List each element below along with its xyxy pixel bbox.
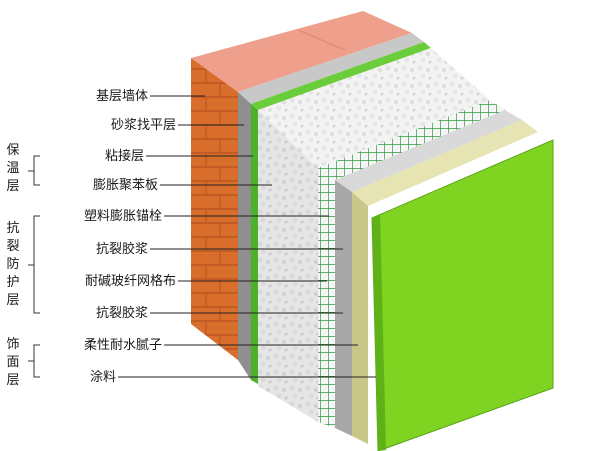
group-crack-protection-char-3: 护 [6, 275, 19, 290]
group-insulation-char-1: 温 [6, 161, 19, 176]
group-crack-protection-char-2: 防 [6, 256, 19, 272]
adhesive-top [251, 42, 431, 110]
mesh-front [318, 168, 335, 428]
label-plastic-anchor: 塑料膨胀锚栓 [84, 209, 162, 224]
crack-mortar-top [335, 110, 522, 192]
group-brackets [28, 155, 40, 378]
paint-panel [371, 139, 554, 451]
eps-front [258, 110, 318, 422]
group-insulation-char-2: 层 [6, 179, 19, 194]
label-adhesive: 粘接层 [105, 148, 144, 164]
group-finish-char-0: 饰 [6, 337, 19, 352]
group-finish-char-1: 面 [6, 355, 19, 370]
label-crack-mortar-1: 抗裂胶浆 [96, 241, 148, 257]
crack-mortar-front [335, 180, 352, 436]
label-putty: 柔性耐水腻子 [84, 338, 162, 353]
putty-top [352, 120, 538, 206]
group-crack-protection-char-1: 裂 [6, 239, 19, 254]
layer-illustration [191, 11, 554, 451]
base-wall-top [191, 11, 412, 92]
label-base-wall: 基层墙体 [96, 89, 148, 104]
base-wall-front [191, 58, 238, 360]
layer-labels: 基层墙体 砂浆找平层 粘接层 膨胀聚苯板 塑料膨胀锚栓 抗裂胶浆 耐碱玻纤网格布… [84, 89, 176, 385]
leader-lines [118, 95, 376, 378]
label-leveling-mortar: 砂浆找平层 [111, 118, 176, 133]
label-paint: 涂料 [90, 369, 116, 385]
label-crack-mortar-2: 抗裂胶浆 [96, 305, 148, 321]
group-crack-protection-char-4: 层 [6, 293, 19, 308]
adhesive-front [251, 104, 258, 384]
group-crack-protection-char-0: 抗 [6, 221, 19, 236]
mesh-top [318, 100, 505, 180]
group-insulation-char-0: 保 [6, 143, 19, 158]
group-insulation-title: 保 温 层 [6, 143, 19, 194]
label-fiberglass-mesh: 耐碱玻纤网格布 [85, 273, 176, 289]
mortar-front [238, 92, 251, 380]
group-finish-title: 饰 面 层 [6, 337, 19, 388]
putty-front [352, 192, 368, 444]
mortar-top [238, 33, 424, 104]
eps-top [258, 48, 490, 168]
group-crack-protection-title: 抗 裂 防 护 层 [6, 221, 19, 308]
group-finish-char-2: 层 [6, 373, 19, 388]
label-eps-board: 膨胀聚苯板 [93, 178, 158, 193]
